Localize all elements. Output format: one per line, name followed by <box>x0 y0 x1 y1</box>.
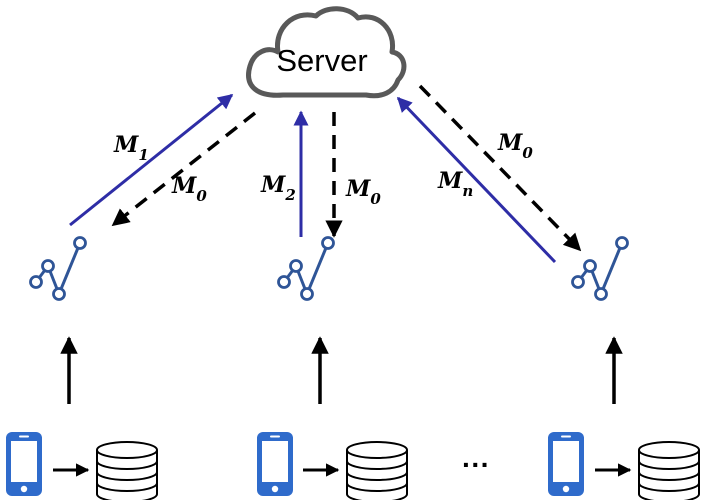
ellipsis: ··· <box>462 449 490 480</box>
server-node: Server <box>246 6 407 99</box>
label-downlink-1: M0 <box>171 173 207 205</box>
database-icon <box>638 441 700 500</box>
line-chart-model-icon <box>29 236 87 301</box>
server-label: Server <box>276 43 367 78</box>
label-downlink-n: M0 <box>497 130 533 162</box>
label-downlink-2: M0 <box>345 176 381 208</box>
downlink-arrow-n <box>418 84 582 252</box>
smartphone-icon <box>257 432 293 496</box>
line-chart-model-icon <box>571 236 629 301</box>
downlink-arrow-1 <box>111 111 257 227</box>
cloud-icon <box>246 6 407 99</box>
label-uplink-2: M2 <box>260 172 296 204</box>
database-icon <box>346 441 408 500</box>
label-uplink-1: M1 <box>113 132 149 164</box>
smartphone-icon <box>6 432 42 496</box>
line-chart-model-icon <box>277 236 335 301</box>
label-uplink-n: Mn <box>437 168 473 200</box>
database-icon <box>96 441 158 500</box>
uplink-arrow-n <box>396 96 557 264</box>
uplink-arrow-1 <box>69 93 234 227</box>
smartphone-icon <box>548 432 584 496</box>
